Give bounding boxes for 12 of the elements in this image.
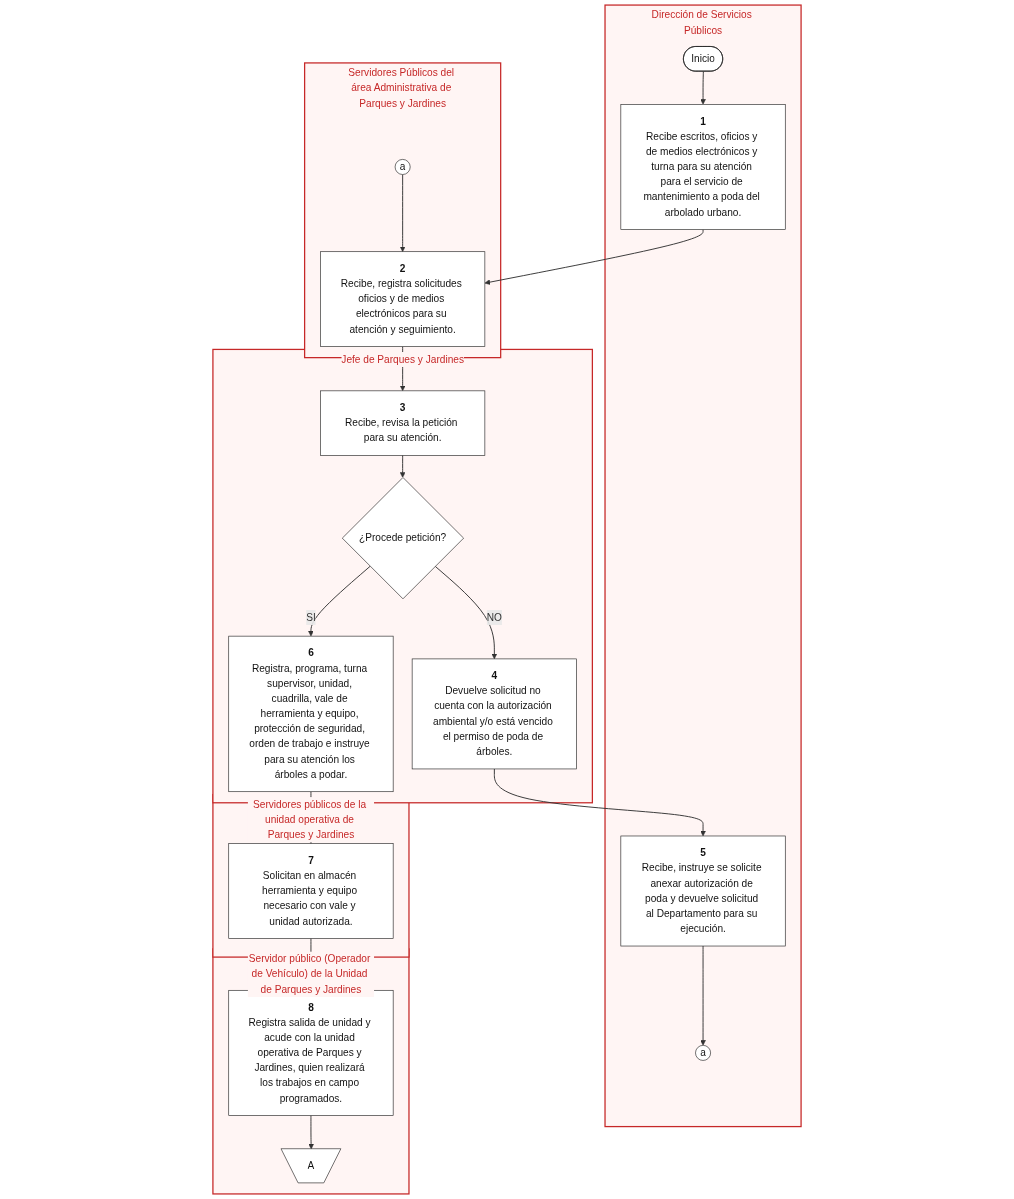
node-box: 2 Recibe, registra solicitudes oficios y de medios electrónicos para su atención y seguimiento.	[320, 251, 486, 347]
node-box: 7 Solicitan en almacén herramienta y equipo necesario con vale y unidad autorizada.	[228, 843, 394, 939]
node-box: 6 Registra, programa, turna supervisor, unidad, cuadrilla, vale de herramienta y equipo, protección de seguridad, orden de trabajo e instruye para su atención los árboles a podar.	[228, 635, 394, 793]
node-box: 5 Recibe, instruye se solicite anexar autorización de poda y devuelve solicitud al Departamento para su ejecución.	[620, 835, 786, 947]
node-circle: a	[394, 159, 411, 175]
node-circle: a	[695, 1045, 711, 1061]
node-diamond: ¿Procede petición?	[342, 477, 464, 600]
edge-label: NO	[486, 611, 502, 623]
node-box: 1 Recibe escritos, oficios y de medios electrónicos y turna para su atención para el servicio de mantenimiento a poda del arbolado urbano.	[620, 104, 786, 230]
node-box: 3 Recibe, revisa la petición para su atención.	[320, 390, 486, 456]
edge-label: SI	[306, 611, 316, 623]
node-box: 4 Devuelve solicitud no cuenta con la autorización ambiental y/o está vencido el permiso de poda de árboles.	[411, 658, 577, 770]
